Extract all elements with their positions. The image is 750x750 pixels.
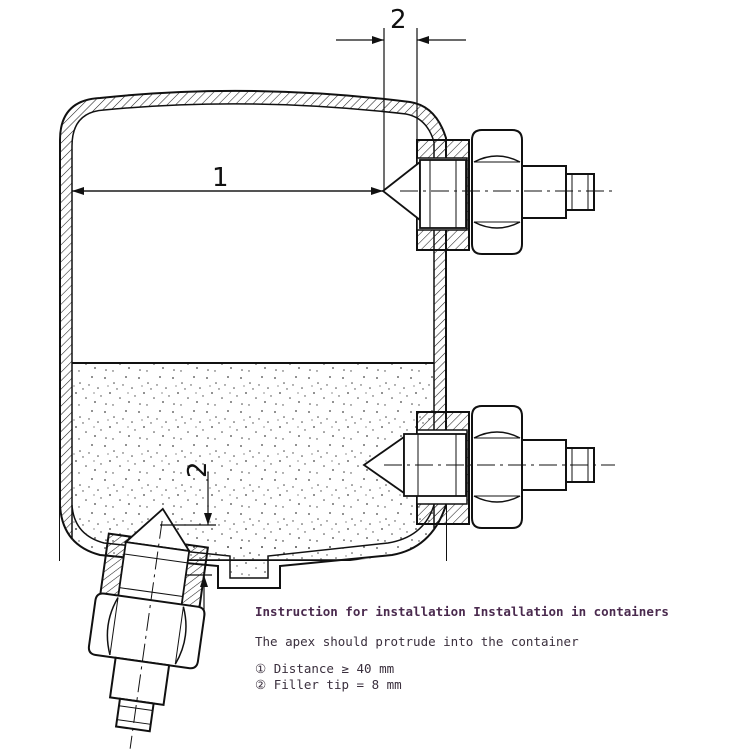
installation-notes: Instruction for installation Installatio… xyxy=(255,604,735,693)
dimension-2-bottom-label: 2 xyxy=(183,461,213,478)
notes-item-1: ① Distance ≥ 40 mm xyxy=(255,661,735,677)
dimension-1-label: 1 xyxy=(212,163,229,193)
dimension-2-bottom: 2 xyxy=(160,461,216,620)
dimension-1: 1 xyxy=(72,163,383,195)
bottom-sensor xyxy=(87,507,209,749)
upper-hex-nut xyxy=(471,129,523,255)
dimension-2-top-label: 2 xyxy=(390,5,407,35)
notes-item-1-marker: ① xyxy=(255,661,267,676)
upper-connector xyxy=(565,173,595,211)
notes-item-2: ② Filler tip = 8 mm xyxy=(255,677,735,693)
upper-sensor xyxy=(381,129,615,255)
notes-title: Instruction for installation Installatio… xyxy=(255,604,669,619)
lower-sensor xyxy=(362,405,615,529)
notes-instruction: The apex should protrude into the contai… xyxy=(255,634,579,649)
notes-item-1-text: Distance ≥ 40 mm xyxy=(273,661,395,676)
notes-item-2-marker: ② xyxy=(255,677,267,692)
dimension-2-top: 2 xyxy=(336,5,466,190)
container-interior xyxy=(71,103,435,561)
notes-item-2-text: Filler tip = 8 mm xyxy=(273,677,402,692)
lower-hex-nut xyxy=(471,405,523,529)
